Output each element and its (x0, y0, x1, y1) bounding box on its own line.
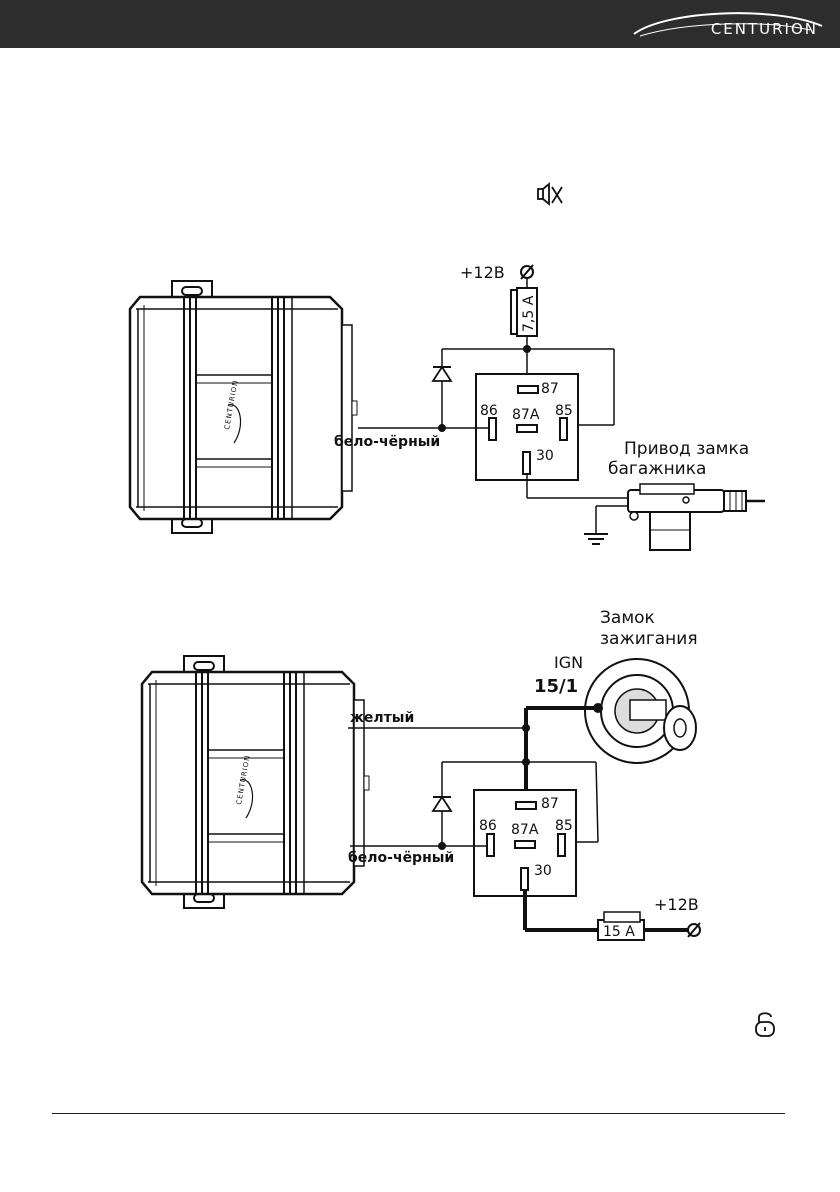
wire-yellow-label: желтый (350, 710, 414, 726)
wire-label-2: бело-чёрный (348, 850, 454, 866)
fuse-label-2: 15 A (603, 924, 635, 940)
power-terminal-1 (521, 265, 533, 279)
relay-1 (476, 374, 578, 480)
pin-86-label-2: 86 (479, 818, 497, 834)
power-label-2: +12В (654, 895, 699, 914)
relay-2 (474, 790, 576, 896)
pin-87a-label-1: 87A (512, 407, 540, 423)
ignition-label-line1: Замок (600, 608, 655, 628)
diagram-ignition: CENTURION Замок зажигания IGN 15/1 желты… (142, 608, 700, 940)
alarm-unit-2 (142, 656, 369, 908)
ign-terminal-label: 15/1 (534, 676, 578, 697)
pin-86-label-1: 86 (480, 403, 498, 419)
pin-85-label-1: 85 (555, 403, 573, 419)
pin-87-label-1: 87 (541, 381, 559, 397)
pin-85-label-2: 85 (555, 818, 573, 834)
fuse-label-1: 7,5 A (521, 295, 537, 332)
pin-30-label-2: 30 (534, 863, 552, 879)
actuator-label-line1: Привод замка (624, 439, 749, 459)
actuator-label-line2: багажника (608, 459, 706, 479)
pin-30-label-1: 30 (536, 448, 554, 464)
trunk-lock-actuator (584, 484, 765, 550)
ign-label: IGN (554, 653, 583, 672)
diagram-trunk-release: CENTURION +12В 7,5 A 87 87A 86 (130, 263, 765, 550)
pin-87a-label-2: 87A (511, 822, 539, 838)
speaker-mute-icon (538, 184, 562, 204)
footer-divider (52, 1113, 785, 1114)
diode-1 (433, 349, 451, 428)
power-terminal-2 (688, 923, 700, 937)
padlock-unlocked-icon (756, 1013, 774, 1036)
pin-87-label-2: 87 (541, 796, 559, 812)
diode-2 (433, 762, 451, 846)
wire-label-1: бело-чёрный (334, 434, 440, 450)
power-label-1: +12В (460, 263, 505, 282)
ignition-label-line2: зажигания (600, 629, 698, 649)
alarm-unit-1 (130, 281, 357, 533)
